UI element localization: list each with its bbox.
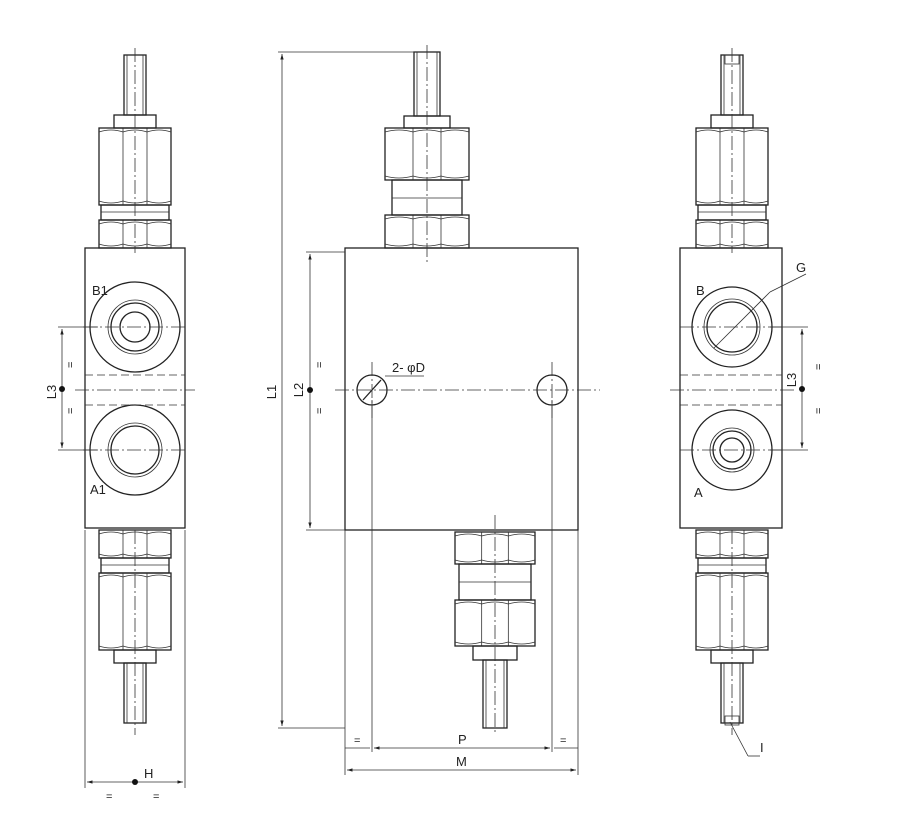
dim-l3-right: L3 [784,373,799,387]
dim-p: P [458,732,467,747]
dim-i: I [760,740,764,755]
dim-g: G [796,260,806,275]
eq-mark: = [65,408,77,414]
dim-l1: L1 [264,385,279,399]
eq-mark: = [314,362,326,368]
eq-mark: = [314,408,326,414]
dim-m: M [456,754,467,769]
port-label-b1: B1 [92,283,108,298]
left-view: B1 A1 L3 = = H = = [44,283,186,803]
eq-mark: = [813,364,825,370]
center-view: L1 L2 = = 2- φD P = = M [264,51,579,775]
valve-block-front [344,247,579,531]
nut-chamfer [98,221,172,247]
port-label-a: A [694,485,703,500]
nut-chamfer [98,129,172,204]
eq-mark: = [153,791,159,803]
nut-chamfer [454,601,536,645]
nut-chamfer [695,129,769,204]
dim-l2: L2 [291,383,306,397]
eq-mark: = [813,408,825,414]
hex-socket-icon [724,54,740,65]
eq-mark: = [106,791,112,803]
hole-callout: 2- φD [392,360,425,375]
nut-chamfer [695,221,769,247]
eq-mark: = [560,735,566,747]
eq-mark: = [354,735,360,747]
dim-h: H [144,766,153,781]
eq-mark: = [65,362,77,368]
port-label-a1: A1 [90,482,106,497]
right-view: B A G L3 = = I [694,260,825,757]
dim-l3-left: L3 [44,385,59,399]
port-label-b: B [696,283,705,298]
